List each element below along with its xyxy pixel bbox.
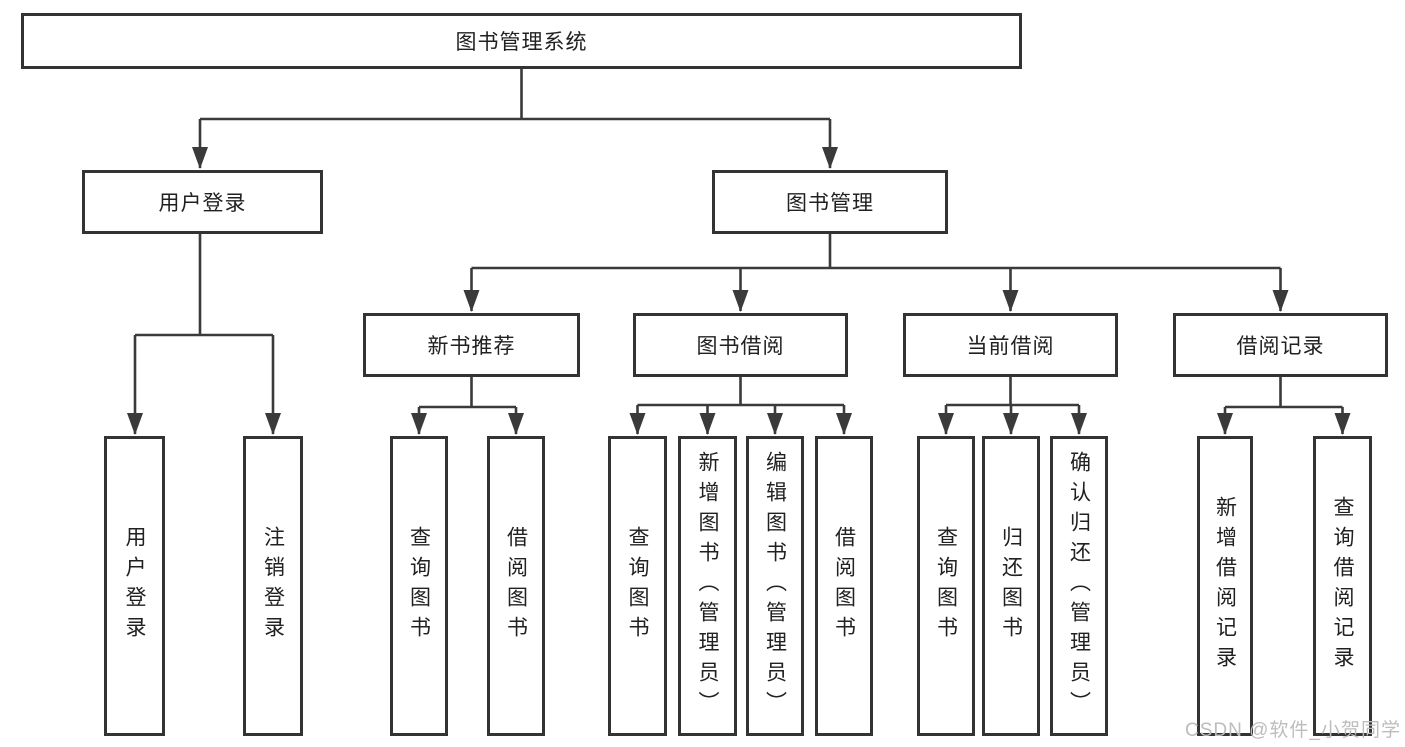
node-book-management: 图书管理: [712, 170, 948, 234]
node-borrow-records-label: 借阅记录: [1236, 335, 1325, 358]
leaf-newbook-borrow-books-label: 借阅图书: [504, 526, 528, 646]
leaf-current-query-books-label: 查询图书: [934, 526, 958, 646]
leaf-newbook-query-books: 查询图书: [390, 436, 448, 736]
leaf-edit-books-admin-label: 编辑图书（管理员）: [763, 451, 787, 721]
leaf-add-borrow-record-label: 新增借阅记录: [1213, 496, 1237, 676]
leaf-query-borrow-record: 查询借阅记录: [1313, 436, 1372, 736]
leaf-newbook-borrow-books: 借阅图书: [487, 436, 545, 736]
leaf-edit-books-admin: 编辑图书（管理员）: [746, 436, 804, 736]
leaf-user-login: 用户登录: [104, 436, 165, 736]
node-new-book-recommend: 新书推荐: [363, 313, 580, 377]
node-root-label: 图书管理系统: [455, 31, 588, 54]
leaf-confirm-return-admin-label: 确认归还（管理员）: [1067, 451, 1091, 721]
leaf-borrow-query-books-label: 查询图书: [626, 526, 649, 646]
leaf-confirm-return-admin: 确认归还（管理员）: [1050, 436, 1108, 736]
node-current-borrow-label: 当前借阅: [966, 335, 1055, 358]
leaf-current-query-books: 查询图书: [917, 436, 975, 736]
node-root: 图书管理系统: [21, 13, 1022, 69]
leaf-add-books-admin-label: 新增图书（管理员）: [696, 451, 719, 721]
leaf-return-books: 归还图书: [982, 436, 1040, 736]
node-current-borrow: 当前借阅: [903, 313, 1118, 377]
node-book-management-label: 图书管理: [786, 192, 874, 215]
node-new-book-recommend-label: 新书推荐: [427, 335, 516, 358]
leaf-borrow-query-books: 查询图书: [608, 436, 667, 736]
leaf-borrow-borrow-books: 借阅图书: [815, 436, 873, 736]
csdn-watermark: CSDN @软件_小贺同学: [1185, 720, 1401, 741]
node-user-login-branch-label: 用户登录: [158, 192, 247, 215]
leaf-newbook-query-books-label: 查询图书: [407, 526, 431, 646]
node-borrow-records: 借阅记录: [1173, 313, 1388, 377]
leaf-user-login-label: 用户登录: [123, 526, 146, 646]
leaf-add-books-admin: 新增图书（管理员）: [678, 436, 737, 736]
leaf-borrow-borrow-books-label: 借阅图书: [832, 526, 856, 646]
node-book-borrow: 图书借阅: [633, 313, 848, 377]
leaf-logout-label: 注销登录: [261, 526, 285, 646]
node-user-login-branch: 用户登录: [82, 170, 323, 234]
leaf-add-borrow-record: 新增借阅记录: [1197, 436, 1253, 736]
leaf-return-books-label: 归还图书: [999, 526, 1023, 646]
leaf-logout: 注销登录: [243, 436, 303, 736]
node-book-borrow-label: 图书借阅: [696, 335, 785, 358]
leaf-query-borrow-record-label: 查询借阅记录: [1331, 496, 1354, 676]
